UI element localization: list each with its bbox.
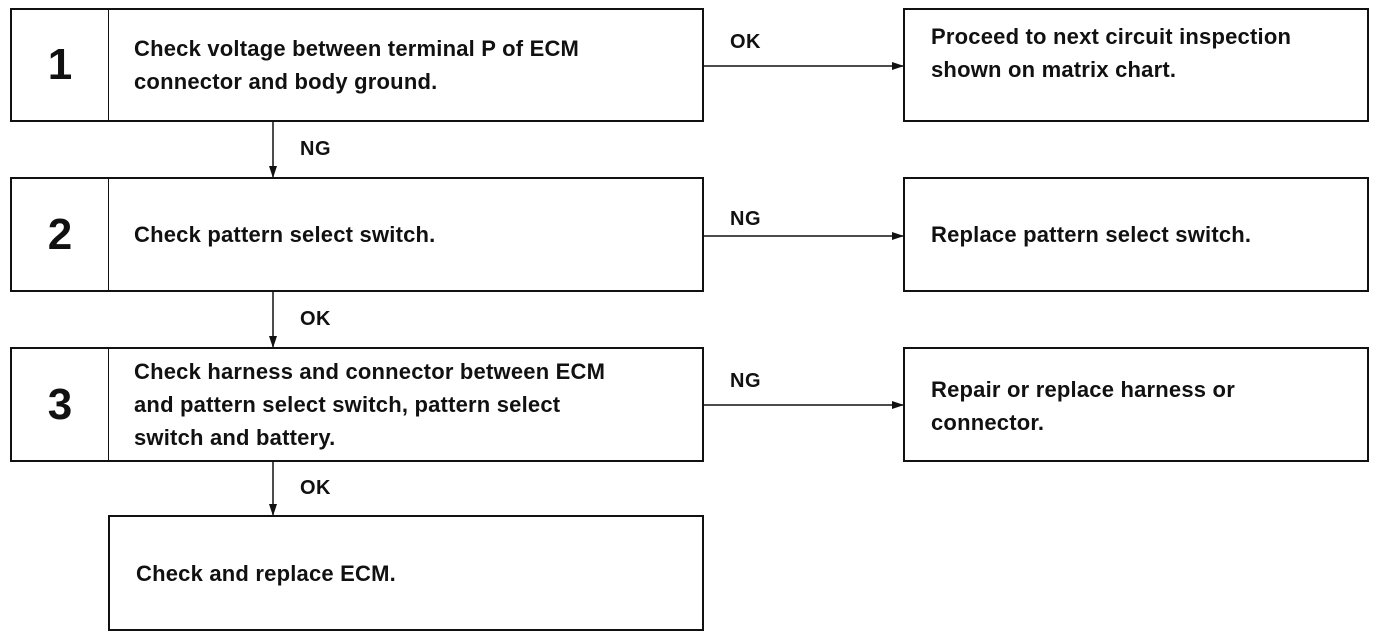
step-number: 1 — [12, 10, 109, 120]
outcome-1-box: Proceed to next circuit inspection shown… — [903, 8, 1369, 122]
outcome-text: Replace pattern select switch. — [931, 222, 1252, 247]
label-step3-down: OK — [300, 477, 331, 499]
step-2-box: 2 Check pattern select switch. — [10, 177, 704, 292]
label-step3-right: NG — [730, 370, 761, 392]
outcome-text: Proceed to next circuit inspection shown… — [931, 24, 1292, 82]
label-step1-right: OK — [730, 31, 761, 53]
outcome-2-box: Replace pattern select switch. — [903, 177, 1369, 292]
step-number: 3 — [12, 349, 109, 460]
step-text: Check harness and connector between ECM … — [134, 359, 606, 450]
step-3-box: 3 Check harness and connector between EC… — [10, 347, 704, 462]
step-1-box: 1 Check voltage between terminal P of EC… — [10, 8, 704, 122]
step-text: Check pattern select switch. — [134, 222, 436, 247]
final-step-box: Check and replace ECM. — [108, 515, 704, 631]
label-step2-right: NG — [730, 208, 761, 230]
step-number: 2 — [12, 179, 109, 290]
label-step2-down: OK — [300, 308, 331, 330]
step-text: Check voltage between terminal P of ECM … — [134, 36, 580, 94]
outcome-text: Repair or replace harness or connector. — [931, 377, 1235, 435]
final-step-text: Check and replace ECM. — [136, 560, 396, 586]
label-step1-down: NG — [300, 138, 331, 160]
outcome-3-box: Repair or replace harness or connector. — [903, 347, 1369, 462]
